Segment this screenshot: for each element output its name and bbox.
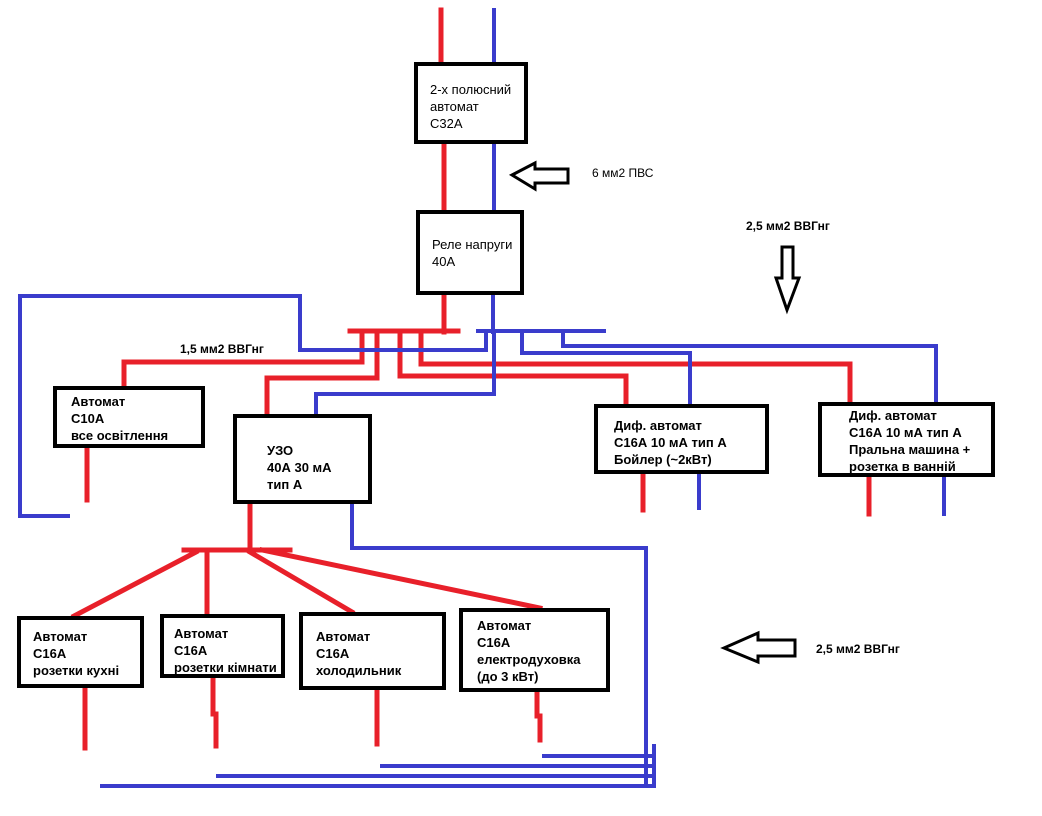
fridge-breaker-box: Автомат С16А холодильник: [299, 612, 446, 690]
neutral-wires: [18, 8, 946, 788]
oven-line-1: Автомат: [477, 618, 532, 633]
neutral-to-rcd: [314, 330, 496, 416]
rcbo-boiler-box: Диф. автомат С16А 10 мА тип А Бойлер (~2…: [594, 404, 769, 474]
kitchen-line-3: розетки кухні: [33, 663, 120, 678]
rcd-line-3: тип А: [267, 477, 303, 492]
voltage-relay-line-2: 40А: [432, 254, 456, 269]
voltage-relay-box: Реле напруги 40А: [416, 210, 524, 295]
phase-to-oven: [259, 547, 543, 611]
rcbo-boiler-line-2: С16А 10 мА тип А: [614, 435, 727, 450]
rcbo-washer-line-2: С16А 10 мА тип А: [849, 425, 962, 440]
oven-line-2: С16А: [477, 635, 511, 650]
fridge-line-2: С16А: [316, 646, 350, 661]
phase-wires: [70, 7, 872, 751]
phase-to-lighting: [121, 329, 365, 389]
lighting-line-3: все освітлення: [71, 428, 169, 443]
oven-breaker-box: Автомат С16А електродуховка (до 3 кВт): [459, 608, 610, 692]
arrow-left-vvg: [720, 630, 797, 665]
rcbo-washer-line-4: розетка в ванній: [849, 459, 956, 474]
lighting-line-2: С10А: [71, 411, 105, 426]
phase-to-boiler: [397, 329, 629, 407]
label-pvs-cable: 6 мм2 ПВС: [592, 166, 654, 180]
main-breaker-line-1: 2-х полюсний: [430, 82, 512, 97]
rcbo-washer-line-3: Пральна машина +: [849, 442, 971, 457]
main-breaker-line-3: С32А: [430, 116, 463, 131]
main-breaker-box: 2-х полюсний автомат С32А: [414, 62, 528, 144]
phase-to-rcd: [264, 329, 380, 417]
oven-line-4: (до 3 кВт): [477, 669, 539, 684]
rooms-phase-out: [210, 675, 219, 749]
phase-to-kitchen: [70, 548, 200, 620]
main-breaker-line-2: автомат: [430, 99, 479, 114]
oven-phase-out: [534, 689, 543, 743]
rcbo-washer-line-1: Диф. автомат: [849, 408, 937, 423]
rcd-line-1: УЗО: [267, 443, 294, 458]
kitchen-line-2: С16А: [33, 646, 67, 661]
lighting-breaker-box: Автомат С10А все освітлення: [53, 386, 205, 448]
phase-to-fridge: [246, 548, 356, 616]
rcbo-washer-box: Диф. автомат С16А 10 мА тип А Пральна ма…: [818, 402, 995, 477]
neutral-rcd-return: [350, 502, 648, 788]
rooms-line-2: С16А: [174, 643, 208, 658]
arrow-down-vvg: [773, 245, 802, 315]
arrow-left-pvs: [508, 160, 570, 192]
rcd-box: УЗО 40А 30 мА тип А: [233, 414, 372, 504]
label-vvg-bottom-cable: 2,5 мм2 ВВГнг: [816, 642, 900, 656]
rcbo-boiler-line-1: Диф. автомат: [614, 418, 702, 433]
fridge-line-3: холодильник: [316, 663, 402, 678]
neutral-to-washer: [561, 330, 938, 404]
neutral-to-lighting: [18, 294, 488, 518]
lighting-line-1: Автомат: [71, 394, 126, 409]
oven-line-3: електродуховка: [477, 652, 581, 667]
arrows: [508, 160, 802, 665]
label-vvg-left-cable: 1,5 мм2 ВВГнг: [180, 342, 264, 356]
voltage-relay-line-1: Реле напруги: [432, 237, 513, 252]
rcd-line-2: 40А 30 мА: [267, 460, 332, 475]
rooms-line-1: Автомат: [174, 626, 229, 641]
kitchen-line-1: Автомат: [33, 629, 88, 644]
kitchen-breaker-box: Автомат С16А розетки кухні: [17, 616, 144, 688]
fridge-line-1: Автомат: [316, 629, 371, 644]
neutral-to-boiler: [520, 330, 692, 406]
rooms-line-3: розетки кімнати: [174, 660, 277, 675]
label-vvg-top-cable: 2,5 мм2 ВВГнг: [746, 219, 830, 233]
rcbo-boiler-line-3: Бойлер (~2кВт): [614, 452, 712, 467]
rooms-breaker-box: Автомат С16А розетки кімнати: [160, 614, 285, 678]
